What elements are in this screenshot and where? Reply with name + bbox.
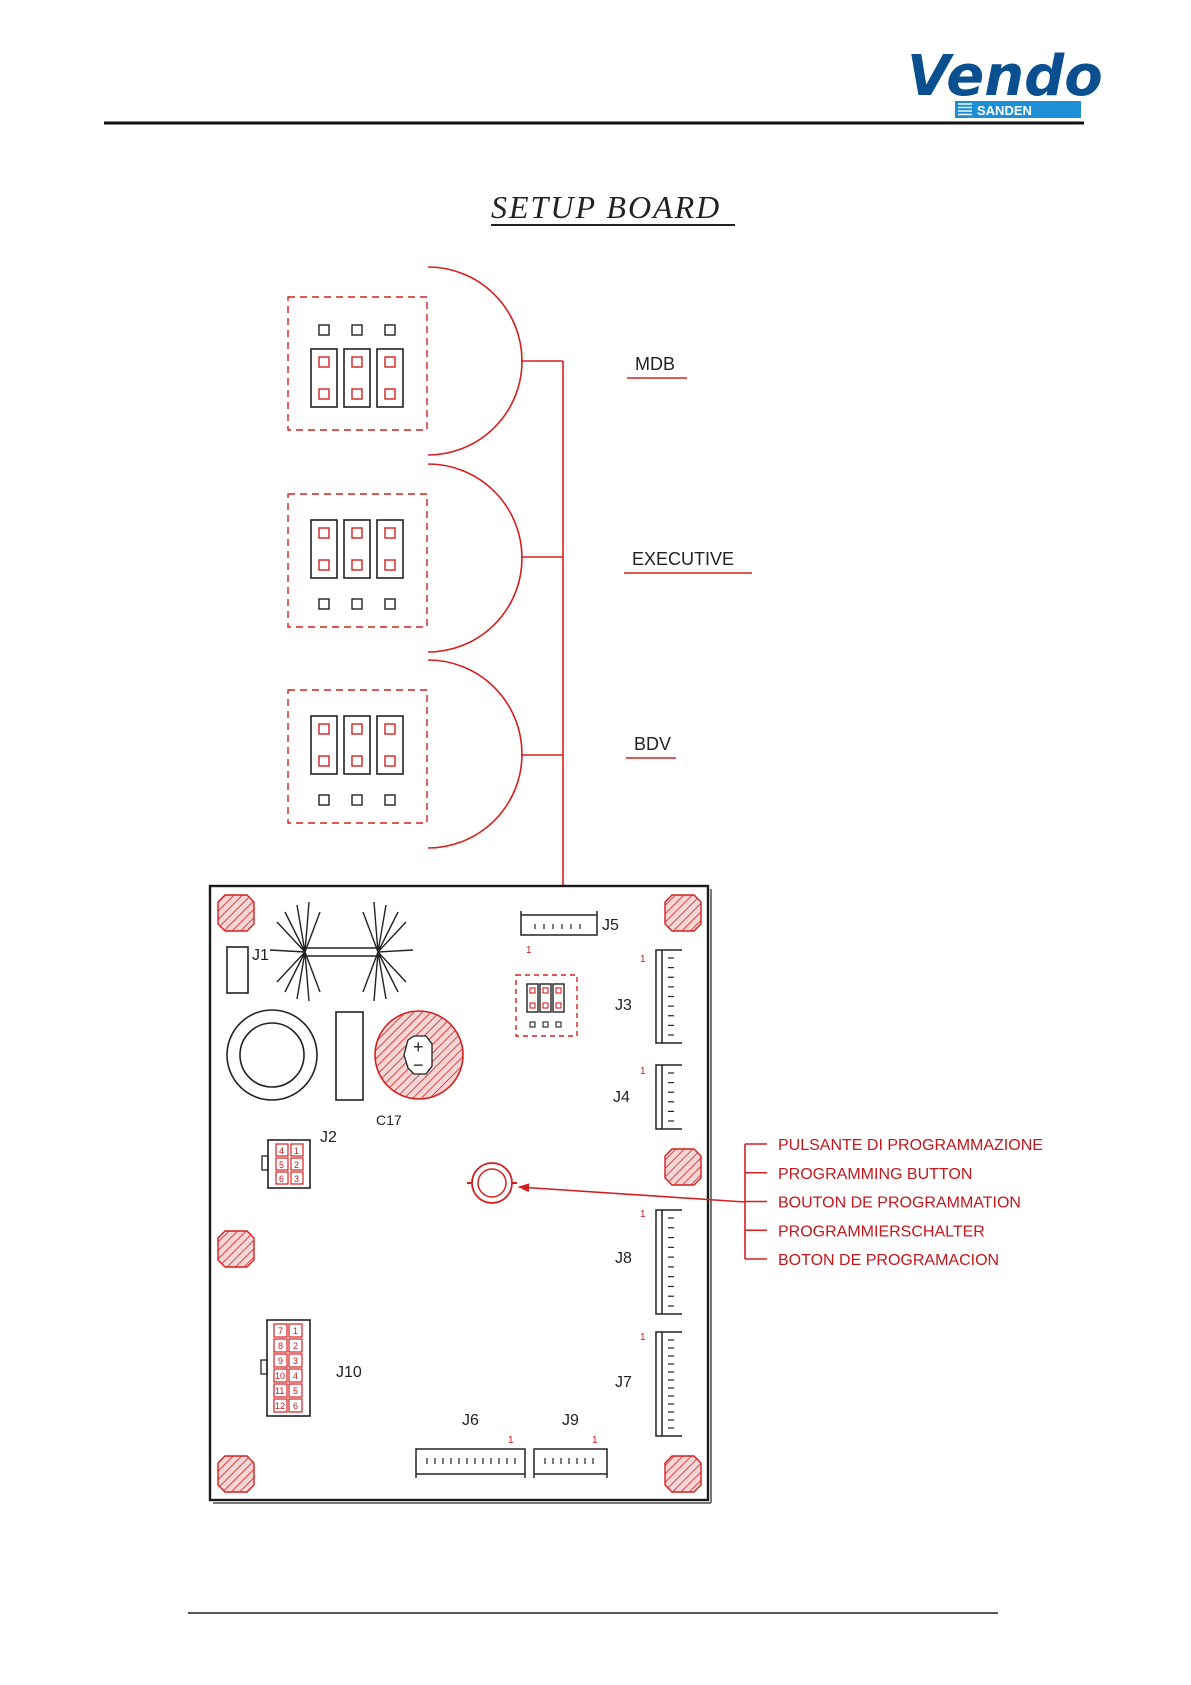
label-j5: J5 bbox=[602, 917, 619, 934]
callout-label: BOTON DE PROGRAMACION bbox=[778, 1252, 999, 1269]
j2-pin-number: 5 bbox=[279, 1160, 284, 1170]
callout-label: BOUTON DE PROGRAMMATION bbox=[778, 1195, 1021, 1212]
label-j7: J7 bbox=[615, 1374, 632, 1391]
j5-pin1-marker: 1 bbox=[526, 945, 532, 956]
jumper-settings: MDB EXECUTIVE BDV bbox=[288, 267, 752, 848]
jumper-cap bbox=[344, 349, 370, 407]
header-pin bbox=[385, 599, 395, 609]
jumper-cap bbox=[344, 716, 370, 774]
page-title: SETUP BOARD bbox=[491, 189, 721, 225]
j4-pin1-marker: 1 bbox=[640, 1066, 646, 1077]
jumper-cap bbox=[377, 716, 403, 774]
j10-pin-number: 1 bbox=[293, 1326, 298, 1336]
capacitor-c17: + − bbox=[375, 1011, 463, 1099]
j2-pin-number: 6 bbox=[279, 1174, 284, 1184]
mounting-pad bbox=[218, 1231, 254, 1267]
mounting-pad bbox=[665, 1456, 701, 1492]
label-j3: J3 bbox=[615, 997, 632, 1014]
j9-pin1-marker: 1 bbox=[592, 1435, 598, 1446]
j7-pin1-marker: 1 bbox=[640, 1332, 646, 1343]
label-j10: J10 bbox=[336, 1364, 362, 1381]
jumper-cap bbox=[377, 520, 403, 578]
mounting-pad bbox=[665, 1149, 701, 1185]
j10-pin-number: 6 bbox=[293, 1401, 298, 1411]
jumper-cap bbox=[311, 520, 337, 578]
header-pin bbox=[385, 795, 395, 805]
j10-pin-number: 3 bbox=[293, 1356, 298, 1366]
callout-label: PROGRAMMIERSCHALTER bbox=[778, 1223, 985, 1240]
label-j4: J4 bbox=[613, 1089, 630, 1106]
j10-pin-number: 5 bbox=[293, 1386, 298, 1396]
label-j2: J2 bbox=[320, 1129, 337, 1146]
label-j8: J8 bbox=[615, 1250, 632, 1267]
header-pin bbox=[352, 325, 362, 335]
header-pin bbox=[352, 599, 362, 609]
jumper-cap bbox=[377, 349, 403, 407]
logo-brand-text: Vendo bbox=[907, 44, 1103, 109]
setting-label-executive: EXECUTIVE bbox=[632, 549, 734, 569]
jumper-setting-mdb: MDB bbox=[288, 267, 687, 455]
j3-pin1-marker: 1 bbox=[640, 954, 646, 965]
label-j6: J6 bbox=[462, 1412, 479, 1429]
logo-sub-brand-text: SANDEN bbox=[977, 103, 1032, 118]
j10-pin-number: 7 bbox=[278, 1326, 283, 1336]
capacitor-plus: + bbox=[413, 1037, 424, 1057]
header-pin bbox=[385, 325, 395, 335]
j10-pin-number: 12 bbox=[275, 1401, 285, 1411]
callout-label: PULSANTE DI PROGRAMMAZIONE bbox=[778, 1137, 1043, 1154]
j10-pin-number: 10 bbox=[275, 1371, 285, 1381]
header-pin bbox=[319, 325, 329, 335]
mounting-pad bbox=[665, 895, 701, 931]
j10-pin-number: 8 bbox=[278, 1341, 283, 1351]
label-j1: J1 bbox=[252, 947, 269, 964]
setting-label-bdv: BDV bbox=[634, 734, 671, 754]
j10-pin-number: 4 bbox=[293, 1371, 298, 1381]
jumper-setting-executive: EXECUTIVE bbox=[288, 464, 752, 652]
header-pin bbox=[319, 599, 329, 609]
j2-pin-number: 1 bbox=[294, 1146, 299, 1156]
header-pin bbox=[352, 795, 362, 805]
j10-pin-number: 9 bbox=[278, 1356, 283, 1366]
j2-pin-number: 2 bbox=[294, 1160, 299, 1170]
mounting-pad bbox=[218, 895, 254, 931]
j2-pin-number: 4 bbox=[279, 1146, 284, 1156]
vendo-logo: Vendo SANDEN bbox=[907, 44, 1103, 118]
jumper-setting-bdv: BDV bbox=[288, 660, 676, 848]
callout-label: PROGRAMMING BUTTON bbox=[778, 1166, 972, 1183]
j2-pin-number: 3 bbox=[294, 1174, 299, 1184]
jumper-cap bbox=[344, 520, 370, 578]
setting-label-mdb: MDB bbox=[635, 354, 675, 374]
j6-pin1-marker: 1 bbox=[508, 1435, 514, 1446]
j10-pin-number: 2 bbox=[293, 1341, 298, 1351]
label-c17: C17 bbox=[376, 1112, 402, 1128]
jumper-cap bbox=[311, 716, 337, 774]
jumper-cap bbox=[311, 349, 337, 407]
label-j9: J9 bbox=[562, 1412, 579, 1429]
capacitor-minus: − bbox=[413, 1055, 424, 1075]
j8-pin1-marker: 1 bbox=[640, 1209, 646, 1220]
header-pin bbox=[319, 795, 329, 805]
mounting-pad bbox=[218, 1456, 254, 1492]
j10-pin-number: 11 bbox=[275, 1386, 284, 1396]
